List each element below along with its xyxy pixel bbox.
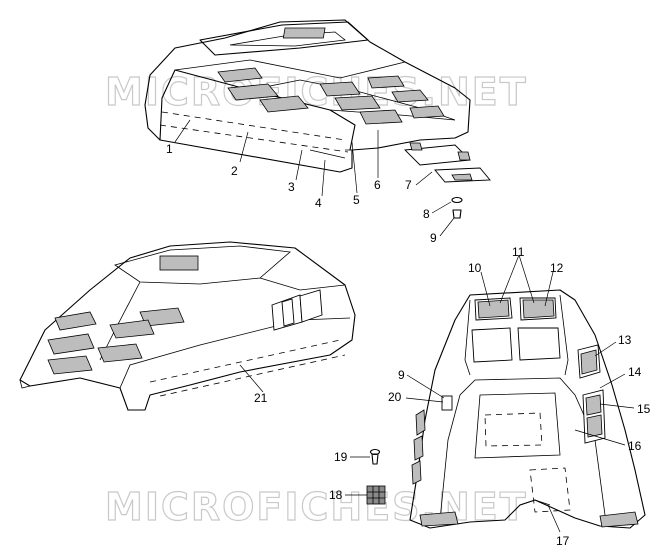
callout-15: 15 — [637, 402, 651, 416]
callout-5: 5 — [353, 193, 360, 207]
bolt-part-19 — [369, 448, 381, 465]
callout-18: 18 — [329, 488, 343, 502]
callout-9-top: 9 — [430, 231, 437, 245]
callout-13: 13 — [618, 333, 632, 347]
callout-3: 3 — [288, 180, 295, 194]
hood-front-view — [409, 289, 646, 529]
callout-4: 4 — [315, 196, 322, 210]
leader-lines — [174, 119, 635, 533]
callout-19: 19 — [334, 450, 348, 464]
callout-17: 17 — [556, 534, 570, 548]
callout-14: 14 — [628, 365, 642, 379]
hood-side-view — [144, 19, 471, 173]
callout-2: 2 — [231, 164, 238, 178]
hood-top-view-21 — [19, 241, 356, 411]
watermark-top: MICROFICHES.NET — [105, 70, 528, 114]
callout-labels: 1 2 3 4 5 6 7 8 9 9 10 11 12 13 14 15 16… — [166, 142, 651, 548]
callout-21: 21 — [254, 391, 268, 405]
callout-10: 10 — [468, 261, 482, 275]
callout-20: 20 — [388, 390, 402, 404]
fastener-washer-8 — [451, 196, 463, 219]
callout-6: 6 — [374, 178, 381, 192]
callout-8: 8 — [423, 207, 430, 221]
callout-7: 7 — [405, 178, 412, 192]
callout-1: 1 — [166, 142, 173, 156]
grommet-part-18 — [366, 485, 386, 505]
callout-9-front: 9 — [398, 368, 405, 382]
callout-12: 12 — [550, 261, 564, 275]
bracket-part-7 — [404, 142, 491, 183]
callout-11: 11 — [512, 245, 525, 259]
callout-16: 16 — [628, 439, 642, 453]
